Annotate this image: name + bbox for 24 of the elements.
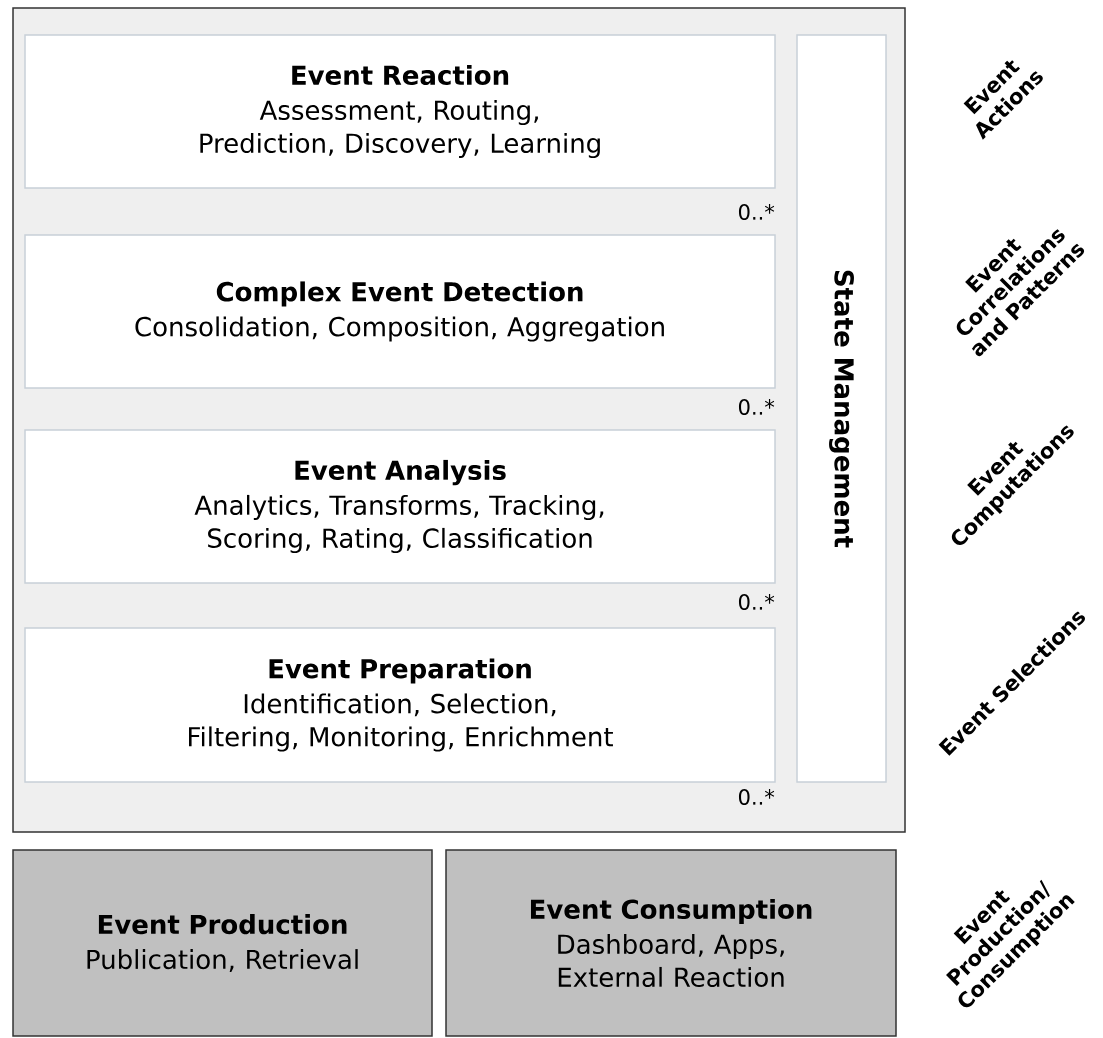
box-text: Dashboard, Apps, External Reaction [558,933,784,988]
base-box [445,849,897,1037]
box-text: Analytics, Transforms, Tracking, Scoring, Rating, Classification [194,494,604,554]
multiplicity-label: 0..* [738,594,775,610]
box-title: Event Consumption [531,898,812,925]
layer-box [24,34,776,189]
multiplicity-label: 0..* [738,204,775,220]
box-title: Event Analysis [295,459,506,486]
state-management-bar [796,34,887,783]
box-text: Identification, Selection, Filtering, Monitoring, Enrichment [189,693,613,752]
box-title: Complex Event Detection [216,281,583,307]
box-title: Event Reaction [292,64,509,86]
box-text: Publication, Retrieval [87,949,358,972]
multiplicity-label: 0..* [738,399,775,415]
layer-box [24,627,776,783]
layer-box [24,429,776,584]
box-title: Event Production [98,914,347,935]
box-text: Consolidation, Composition, Aggregation [135,316,664,342]
base-box [12,849,433,1037]
box-title: Event Preparation [269,658,531,684]
layer-box [24,234,776,389]
multiplicity-label: 0..* [738,789,775,805]
bar-title: State Management [829,270,854,548]
box-text: Assessment, Routing, Prediction, Discovery, Learning [200,99,600,159]
